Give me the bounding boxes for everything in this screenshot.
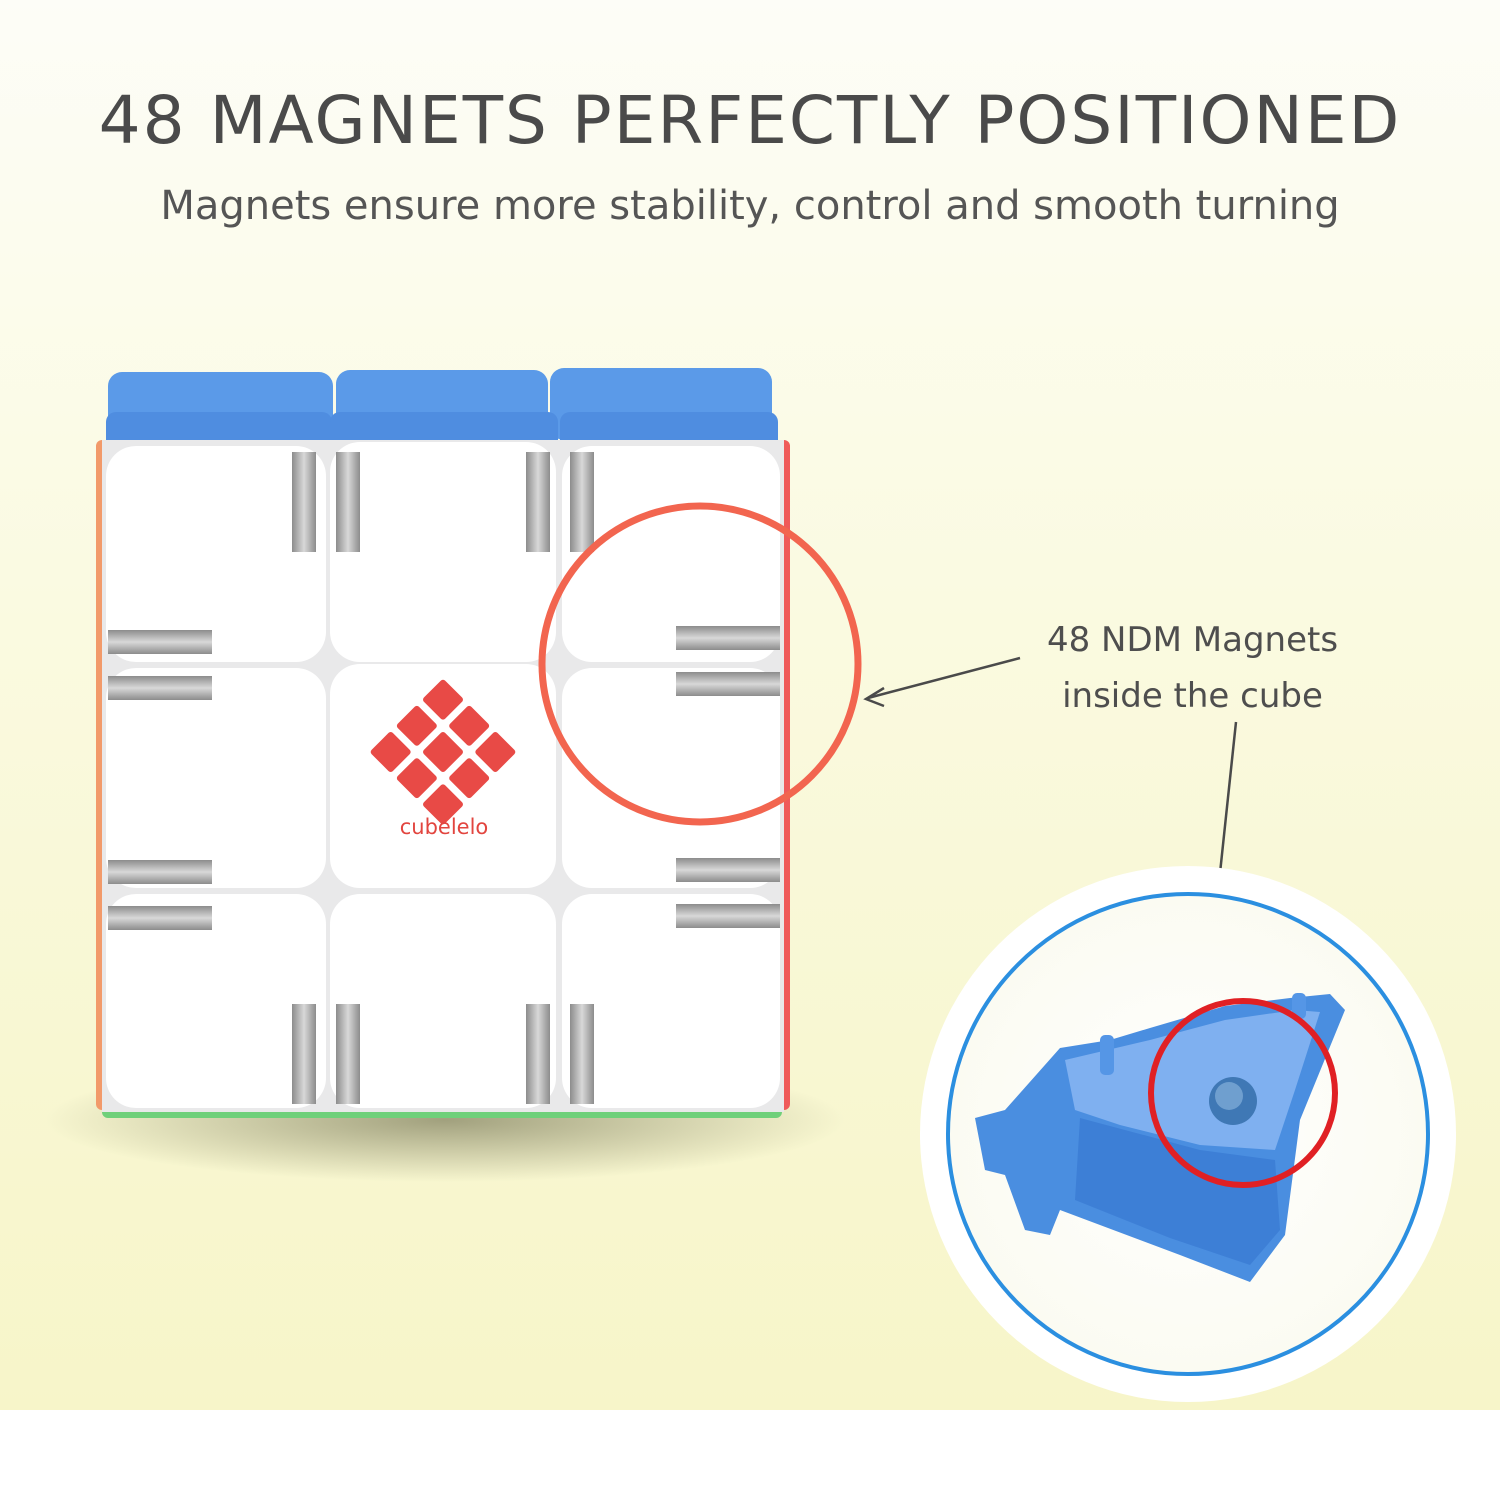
magnet-icon	[108, 626, 780, 930]
cube-piece	[106, 446, 326, 662]
cube: cubelelo	[96, 368, 790, 1118]
cube-piece	[106, 668, 326, 888]
page-subtitle: Magnets ensure more stability, control a…	[160, 183, 1340, 229]
cube-piece	[330, 442, 556, 662]
brand-logo-icon	[370, 679, 516, 825]
cube-top-face	[106, 368, 778, 452]
magnet-icon	[292, 452, 594, 1104]
cube-piece	[330, 664, 556, 888]
highlight-ring-icon	[538, 502, 862, 826]
cube-piece	[330, 894, 556, 1108]
cube-piece	[562, 668, 780, 888]
callout-line-2: inside the cube	[1062, 676, 1323, 716]
brand-name: cubelelo	[400, 815, 489, 839]
page-title: 48 MAGNETS PERFECTLY POSITIONED	[98, 82, 1402, 159]
inset-detail	[920, 866, 1456, 1402]
bottom-band	[0, 1410, 1500, 1500]
cube-piece	[562, 894, 780, 1108]
cube-piece	[106, 894, 326, 1108]
cube-front-face	[106, 442, 780, 1108]
inset-red-ring-icon	[1148, 998, 1338, 1188]
magnet-callout: 48 NDM Magnets inside the cube	[1020, 612, 1365, 724]
cube-piece	[562, 446, 780, 662]
callout-line-1: 48 NDM Magnets	[1046, 620, 1339, 660]
